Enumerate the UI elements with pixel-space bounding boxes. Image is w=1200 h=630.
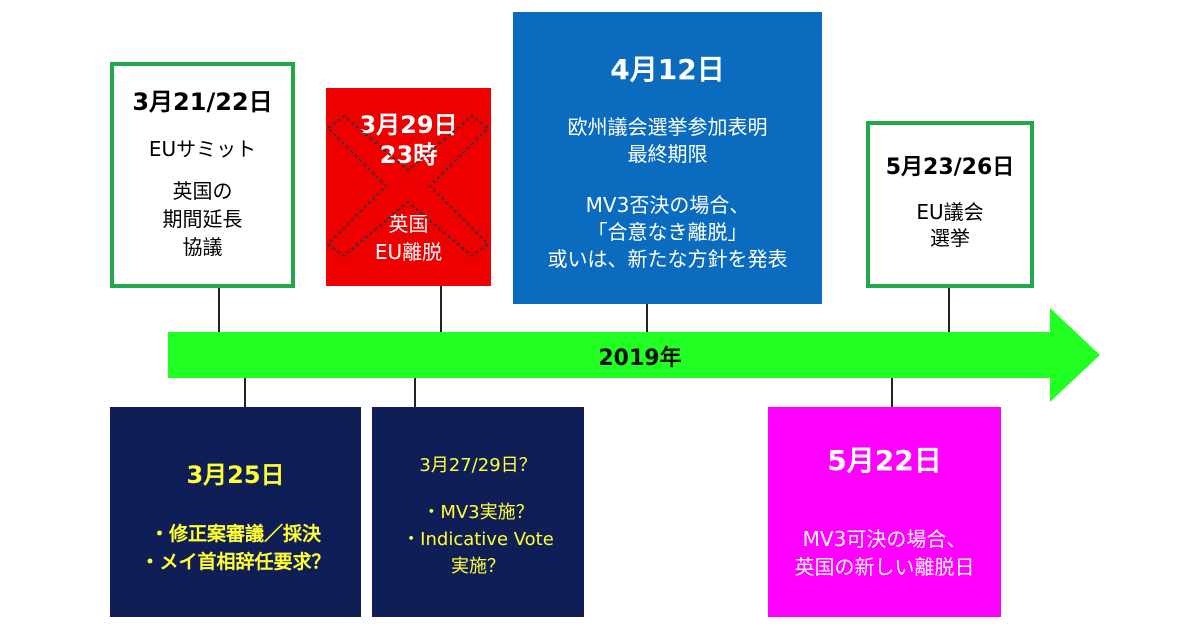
event-date: 5月23/26日: [885, 155, 1015, 180]
event-date: 3月21/22日: [132, 88, 273, 116]
event-amendment-vote-box: 3月25日 ・修正案審議／採決 ・メイ首相辞任要求？: [110, 407, 361, 617]
connector-line: [440, 286, 442, 332]
event-text: 英国の: [172, 179, 233, 203]
connector-line: [244, 378, 246, 407]
event-text: EU議会: [916, 200, 984, 224]
event-text: 最終期限: [627, 142, 708, 166]
event-text: 或いは、新たな方針を発表: [547, 247, 788, 271]
event-date: 3月29日: [359, 111, 458, 139]
event-date: 5月22日: [827, 444, 942, 477]
event-text: EU離脱: [374, 240, 443, 264]
cross-out-mark: [326, 114, 490, 258]
event-text: 欧州議会選挙参加表明: [567, 115, 768, 139]
connector-line: [414, 378, 416, 407]
event-text: ・Indicative Vote: [402, 529, 554, 550]
event-text: 協議: [182, 235, 223, 259]
event-new-exit-date-box: 5月22日 MV3可決の場合、 英国の新しい離脱日: [768, 407, 1001, 617]
timeline-arrow-shape: [168, 308, 1100, 402]
event-text: 「合意なき離脱」: [587, 220, 748, 244]
event-date: 3月27/29日？: [419, 455, 537, 476]
event-text: ・MV3実施？: [422, 502, 534, 523]
connector-line: [948, 288, 950, 332]
event-text: MV3可決の場合、: [802, 527, 967, 551]
connector-line: [646, 304, 648, 332]
event-text: ・修正案審議／採決: [149, 523, 321, 545]
event-text: 英国の新しい離脱日: [794, 555, 975, 579]
event-text: 期間延長: [162, 207, 243, 231]
event-text: EUサミット: [148, 137, 257, 161]
event-eu-summit-box: 3月21/22日 EUサミット 英国の 期間延長 協議: [110, 62, 295, 288]
event-text: MV3否決の場合、: [585, 193, 750, 217]
event-brexit-original-box: 3月29日 23時 英国 EU離脱: [326, 88, 491, 286]
event-deadline-box: 4月12日 欧州議会選挙参加表明 最終期限 MV3否決の場合、 「合意なき離脱」…: [513, 12, 822, 304]
event-text: ・メイ首相辞任要求？: [140, 551, 331, 573]
event-date: 3月25日: [186, 461, 285, 489]
event-text: 英国: [388, 212, 429, 236]
connector-line: [891, 378, 893, 407]
event-mv3-box: 3月27/29日？ ・MV3実施？ ・Indicative Vote 実施？: [372, 407, 584, 617]
timeline-year-label: 2019年: [598, 346, 682, 371]
event-text: 選挙: [930, 226, 970, 250]
event-eu-election-box: 5月23/26日 EU議会 選挙: [866, 121, 1034, 288]
event-text: 実施？: [451, 556, 505, 577]
connector-line: [218, 288, 220, 332]
event-date: 4月12日: [610, 53, 725, 86]
